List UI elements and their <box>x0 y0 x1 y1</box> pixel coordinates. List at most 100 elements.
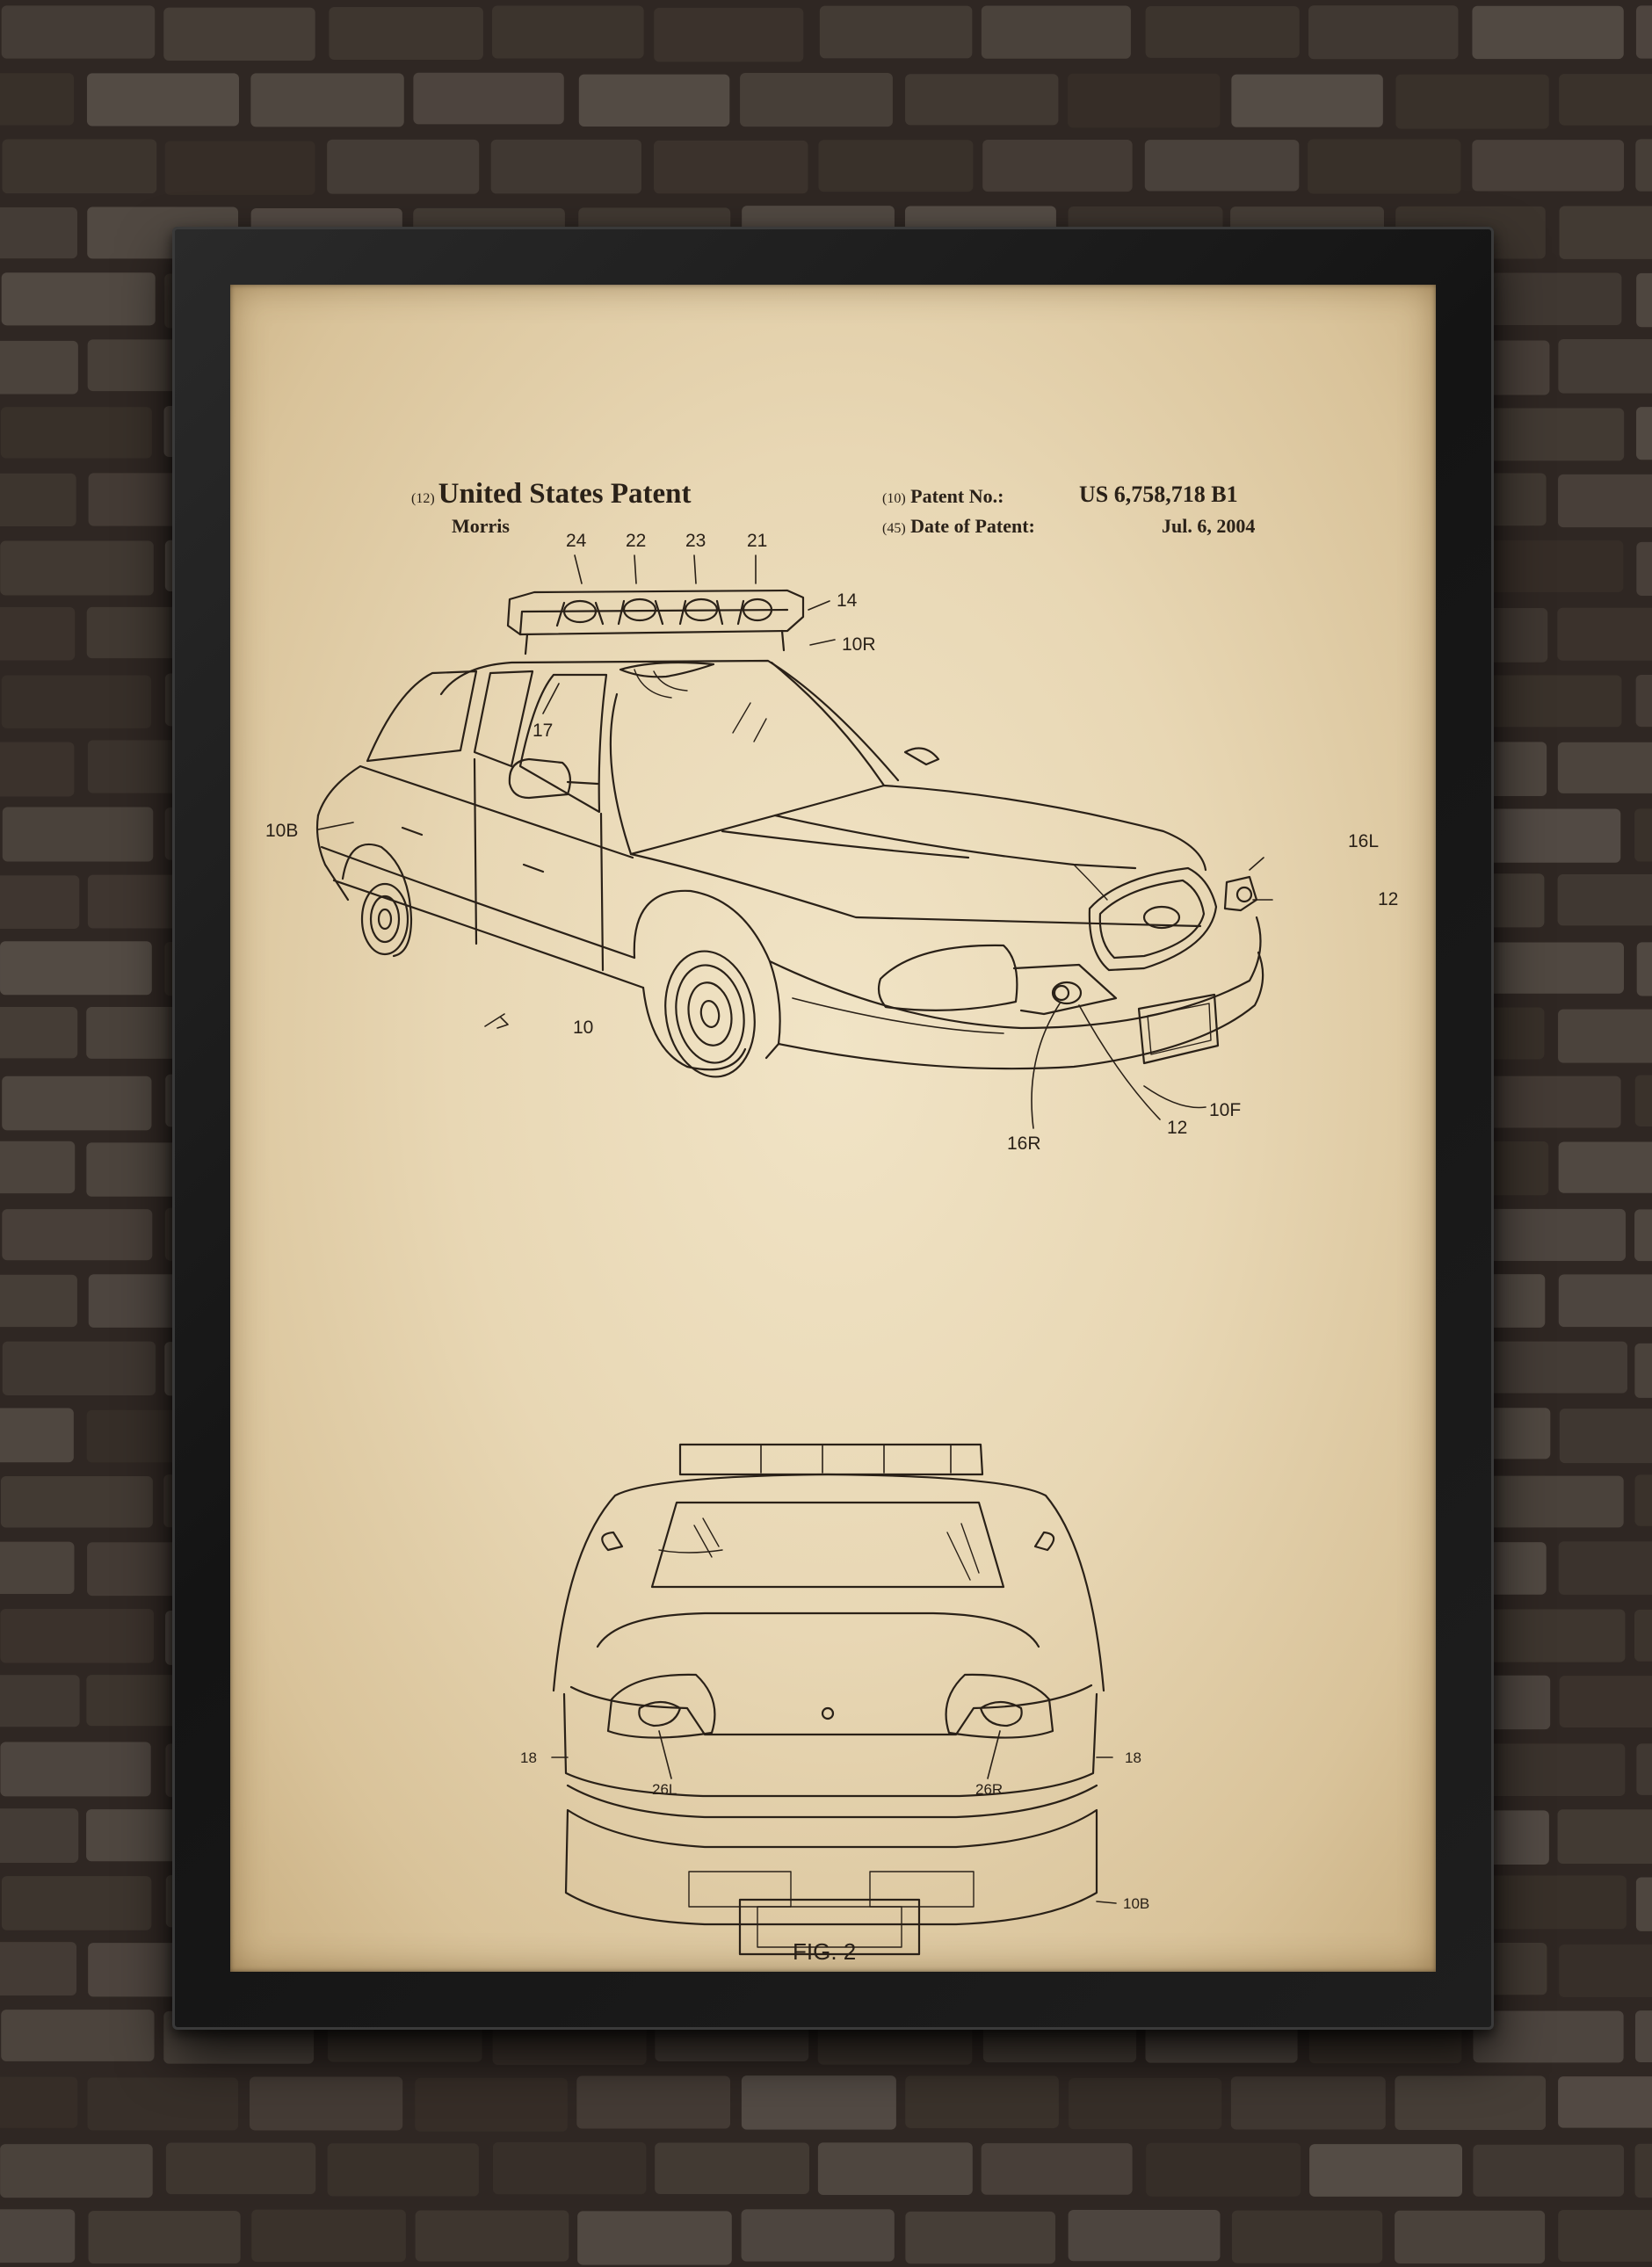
brick <box>0 1141 76 1194</box>
brick <box>1635 1877 1652 1931</box>
brick <box>1308 5 1459 60</box>
label-22: 22 <box>626 531 646 551</box>
brick <box>0 2144 153 2198</box>
brick <box>1558 1274 1652 1328</box>
brick <box>578 74 730 127</box>
brick <box>0 1475 153 1528</box>
brick <box>86 73 240 127</box>
brick <box>1471 808 1621 863</box>
brick <box>0 1942 77 1996</box>
brick <box>0 407 152 459</box>
brick <box>1 675 152 728</box>
brick <box>1471 675 1622 728</box>
brick <box>1 272 156 326</box>
brick <box>1 5 156 59</box>
brick <box>740 72 893 127</box>
brick <box>1557 873 1652 926</box>
brick <box>250 2076 403 2131</box>
brick <box>0 1608 155 1663</box>
brick <box>1634 1209 1652 1262</box>
brick <box>1395 2075 1547 2131</box>
patent-number-label: Patent No.: <box>910 485 1004 507</box>
brick <box>1634 1343 1652 1398</box>
brick <box>1473 1208 1627 1261</box>
patent-date: Jul. 6, 2004 <box>1162 515 1256 537</box>
brick <box>1634 1075 1652 1127</box>
brick <box>1069 2077 1222 2130</box>
brick <box>1559 1944 1652 1997</box>
brick <box>1636 272 1652 328</box>
brick <box>1231 2210 1383 2263</box>
brick <box>0 1541 75 1595</box>
patent-date-row: (45) Date of Patent: <box>882 515 1035 538</box>
label-16r: 16R <box>1007 1134 1041 1154</box>
brick <box>1472 1475 1624 1528</box>
label-18-left: 18 <box>520 1749 537 1766</box>
roof-light-bar <box>506 589 805 655</box>
patent-type-code: (12) <box>411 491 435 506</box>
brick <box>415 2210 569 2262</box>
brick <box>164 141 315 195</box>
brick <box>1559 1676 1652 1727</box>
brick <box>0 207 77 259</box>
label-26l: 26L <box>652 1781 677 1798</box>
brick <box>0 340 78 395</box>
brick <box>0 1274 77 1328</box>
brick <box>0 73 75 126</box>
brick <box>1558 2210 1652 2262</box>
brick <box>329 6 483 60</box>
brick <box>655 2142 809 2194</box>
label-10b-rear: 10B <box>1123 1895 1149 1912</box>
brick <box>654 140 808 194</box>
brick <box>1559 206 1652 259</box>
brick <box>1308 139 1461 194</box>
label-10f: 10F <box>1209 1100 1241 1120</box>
brick <box>490 139 641 194</box>
brick <box>576 2075 731 2129</box>
brick <box>0 941 152 996</box>
patent-number-row: (10) Patent No.: <box>882 485 1004 508</box>
patent-type: United States Patent <box>438 478 692 510</box>
brick <box>1472 5 1624 60</box>
brick <box>1230 2076 1386 2130</box>
brick <box>1471 408 1625 461</box>
brick <box>1634 1474 1652 1526</box>
brick <box>982 140 1133 192</box>
brick <box>251 2209 406 2263</box>
brick <box>905 2211 1056 2264</box>
car-rear-view <box>551 1443 1117 1956</box>
patent-drawing: 24 22 23 21 14 10R 17 10B 16L 12 10 16R … <box>265 531 1398 1965</box>
brick <box>1471 272 1622 326</box>
brick <box>1558 1541 1652 1595</box>
brick <box>1634 808 1652 862</box>
poster-frame: (12) United States Patent Morris (10) Pa… <box>172 227 1494 2030</box>
brick <box>2 807 154 862</box>
brick <box>741 2209 895 2262</box>
brick <box>0 473 76 527</box>
brick <box>1636 1743 1652 1795</box>
brick <box>1635 139 1652 192</box>
brick <box>905 74 1059 126</box>
brick <box>327 2143 479 2197</box>
brick <box>0 1808 79 1863</box>
brick <box>0 606 76 661</box>
brick <box>0 875 80 929</box>
brick <box>0 1742 151 1797</box>
brick <box>2 1209 153 1261</box>
brick <box>0 1408 74 1463</box>
brick <box>1557 607 1652 661</box>
brick <box>2 1076 152 1131</box>
brick <box>0 540 154 596</box>
brick <box>1635 5 1652 59</box>
brick <box>1068 2210 1221 2262</box>
label-10: 10 <box>573 1018 593 1038</box>
patent-print: (12) United States Patent Morris (10) Pa… <box>230 285 1436 1972</box>
brick <box>1473 1341 1628 1394</box>
brick <box>1395 2210 1546 2264</box>
reference-numerals: 24 22 23 21 14 10R 17 10B 16L 12 10 16R … <box>265 531 1398 1965</box>
brick <box>165 2142 316 2195</box>
brick <box>1634 2010 1652 2063</box>
brick <box>654 7 804 62</box>
brick <box>1472 140 1625 192</box>
brick <box>817 2142 973 2196</box>
